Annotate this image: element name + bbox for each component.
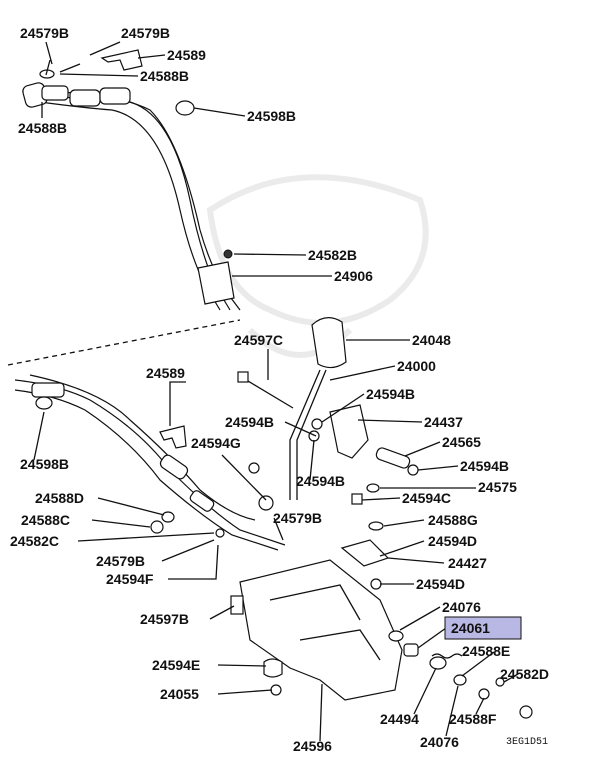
cable-assembly-lower [14, 374, 286, 551]
part-label: 24594G [191, 435, 241, 451]
highlight-box-24061 [444, 616, 522, 640]
part-label: 24589 [167, 47, 206, 63]
base-housing [230, 559, 533, 719]
part-label: 24596 [293, 738, 332, 754]
part-label: 24427 [448, 555, 487, 571]
part-label: 24437 [424, 414, 463, 430]
part-label: 24594C [402, 490, 451, 506]
part-label: 24582B [308, 247, 357, 263]
part-label: 24906 [334, 268, 373, 284]
diagram-code: 3EG1D51 [506, 737, 548, 748]
part-label: 24594B [460, 458, 509, 474]
part-label: 24594B [296, 473, 345, 489]
part-label: 24076 [420, 734, 459, 750]
part-label: 24076 [442, 599, 481, 615]
part-label: 24589 [146, 365, 185, 381]
part-label: 24579B [121, 25, 170, 41]
part-label: 24588F [449, 711, 497, 727]
part-label: 24598B [247, 108, 296, 124]
shift-lever-assembly [237, 317, 419, 590]
part-label: 24588B [18, 120, 67, 136]
part-label: 24597B [140, 611, 189, 627]
part-label: 24048 [412, 332, 451, 348]
part-label: 24565 [442, 434, 481, 450]
part-label: 24594F [106, 571, 154, 587]
part-label: 24494 [380, 711, 419, 727]
cable-assembly-upper [22, 49, 241, 311]
part-label: 24579B [20, 25, 69, 41]
part-label: 24594B [366, 386, 415, 402]
part-label: 24594E [152, 657, 200, 673]
part-label: 24588E [462, 643, 510, 659]
part-label: 24579B [273, 510, 322, 526]
part-label: 24598B [20, 456, 69, 472]
part-label: 24582D [500, 666, 549, 682]
part-label: 24588B [140, 68, 189, 84]
part-label: 24579B [96, 553, 145, 569]
part-label: 24588C [21, 512, 70, 528]
part-label: 24575 [478, 479, 517, 495]
part-label: 24588D [35, 490, 84, 506]
part-label: 24594D [416, 576, 465, 592]
part-label: 24594D [428, 533, 477, 549]
part-label: 24061 [451, 620, 490, 636]
part-label: 24000 [397, 358, 436, 374]
part-label: 24055 [160, 686, 199, 702]
part-labels: 24579B 24579B 24589 24588B 24588B 24598B… [10, 25, 549, 754]
part-label: 24594B [225, 414, 274, 430]
part-label: 24588G [428, 512, 478, 528]
separator-line [7, 319, 241, 366]
leader-lines [33, 41, 519, 742]
part-label: 24582C [10, 533, 59, 549]
part-label: 24597C [234, 332, 283, 348]
